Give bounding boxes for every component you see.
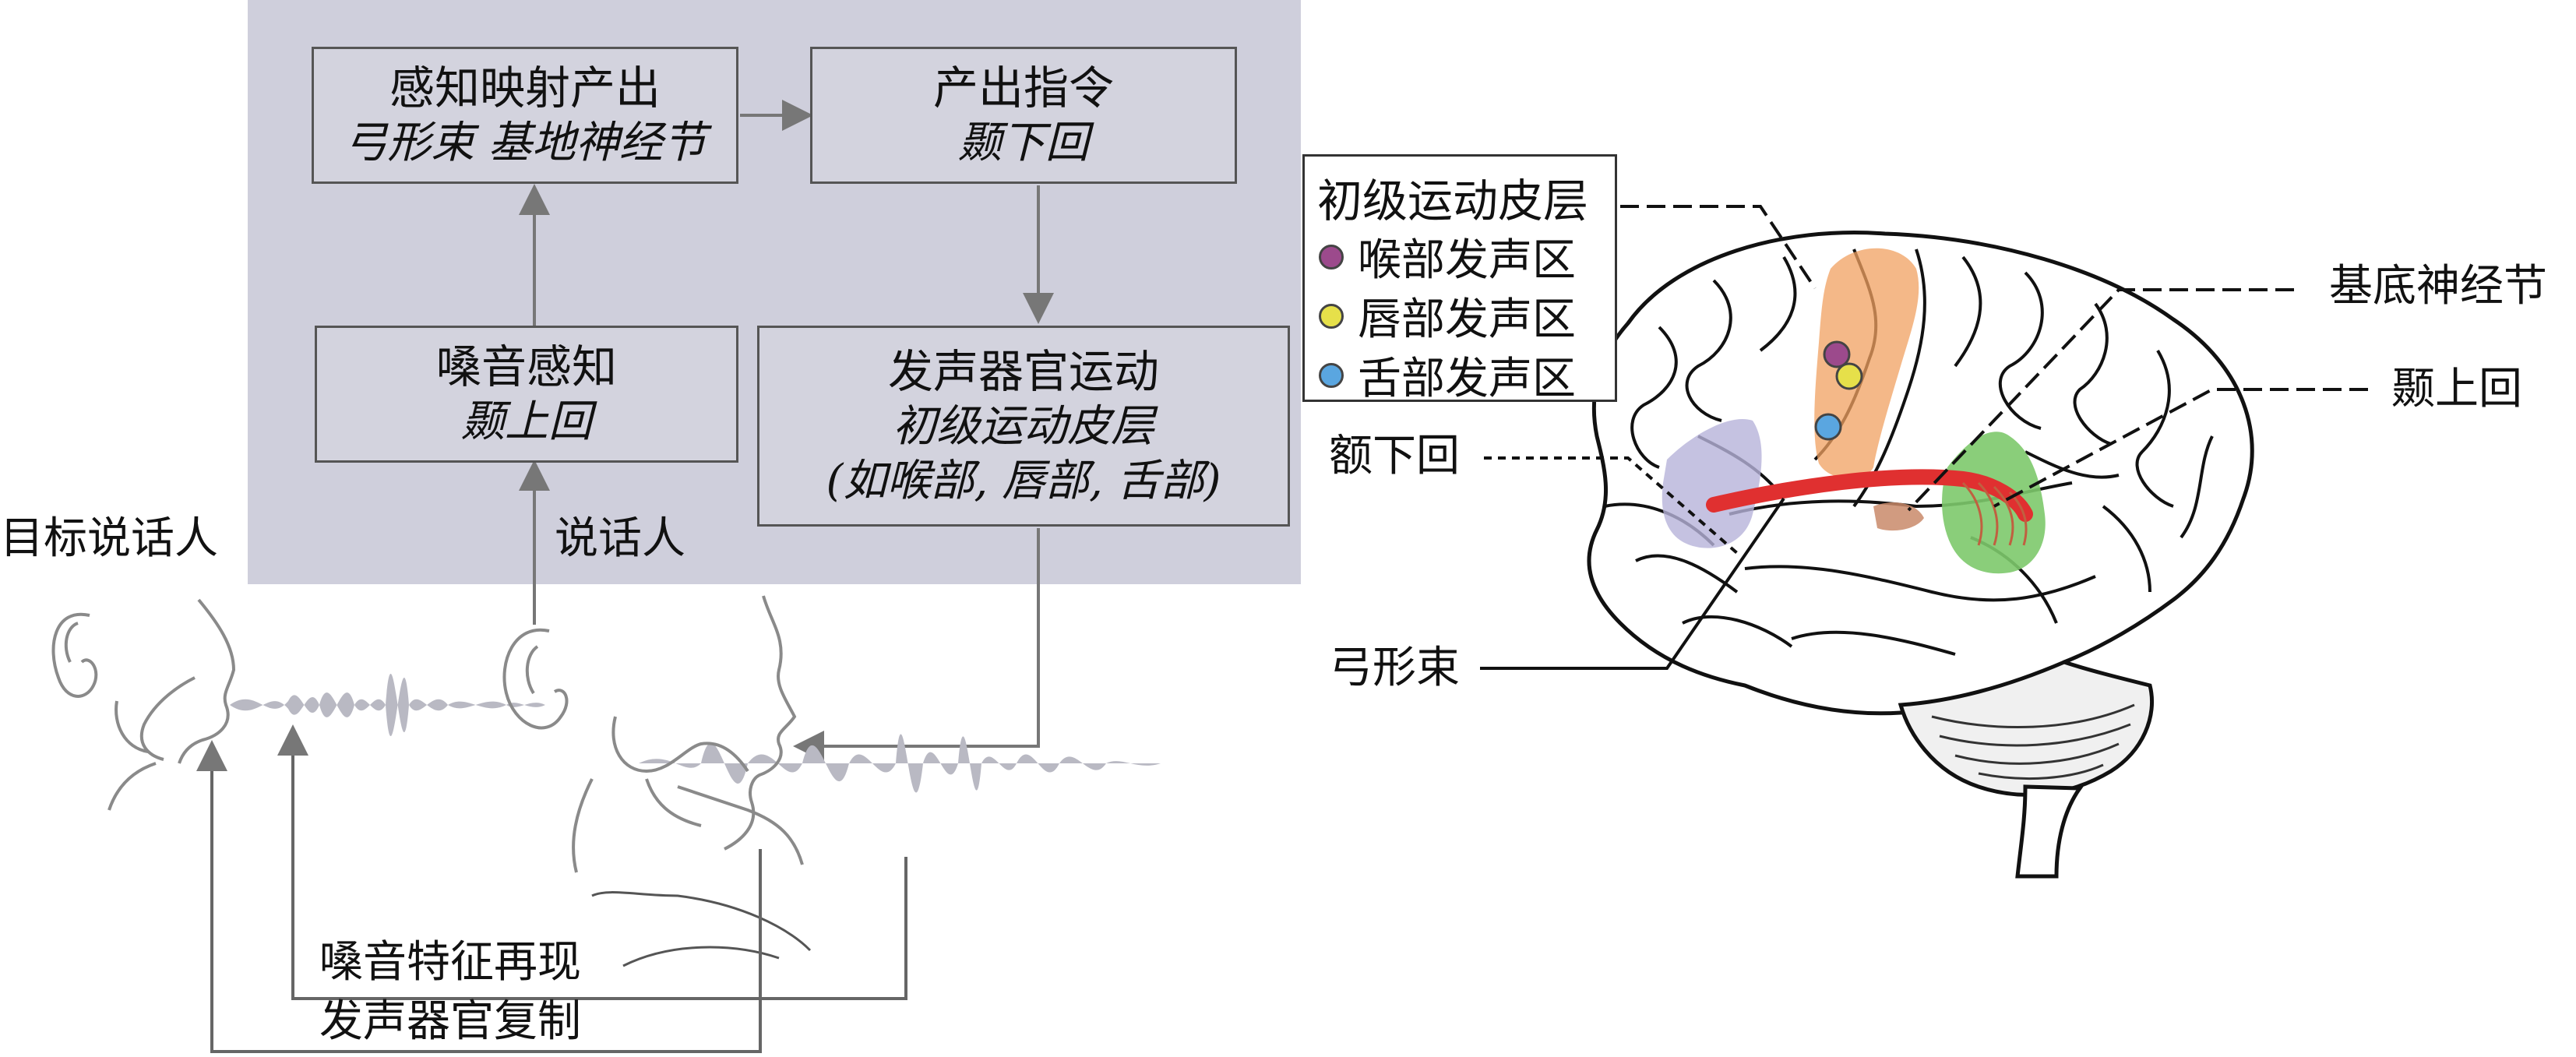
box-motor-sub: 初级运动皮层	[893, 401, 1154, 453]
target-ear	[51, 612, 98, 698]
label-inferior-frontal-gyrus: 额下回	[1329, 431, 1460, 481]
arcuate-fibers	[1961, 481, 2028, 546]
region-inferior-frontal	[1662, 419, 1762, 548]
listener-ear	[502, 628, 569, 730]
motor-cortex-legend: 初级运动皮层 喉部发声区 唇部发声区 舌部发声区	[1302, 154, 1617, 404]
tongue-area-dot	[1814, 413, 1842, 441]
leader-superior-temporal	[1993, 388, 2368, 508]
line-copy	[196, 740, 762, 1053]
brainstem	[2015, 784, 2084, 879]
box-noise-title: 嗓音感知	[435, 340, 617, 393]
box-voice-perception: 嗓音感知 颞上回	[315, 326, 738, 463]
label-arcuate-fasciculus: 弓形束	[1329, 643, 1460, 693]
larynx-area-dot	[1823, 340, 1851, 368]
brain-illustration	[1587, 230, 2254, 879]
leader-inferior-frontal	[1484, 456, 1739, 555]
larynx-dot-icon	[1319, 244, 1344, 270]
cerebellum	[1898, 660, 2155, 797]
box-articulator-motion: 发声器官运动 初级运动皮层 (如喉部, 唇部, 舌部)	[757, 326, 1290, 527]
leader-basal-ganglia	[1907, 288, 2294, 512]
tongue-dot-icon	[1319, 362, 1344, 388]
lip-dot-icon	[1319, 303, 1344, 329]
label-copy-organs: 发声器官复制	[319, 996, 581, 1047]
label-target-speaker: 目标说话人	[0, 513, 218, 564]
box-mapping-sub: 弓形束 基地神经节	[344, 118, 707, 169]
box-perceptual-mapping: 感知映射产出 弓形束 基地神经节	[312, 47, 738, 184]
waveform-left	[230, 673, 545, 737]
neck-lines	[591, 891, 812, 967]
box-command-sub: 颞下回	[958, 118, 1089, 169]
leader-motor-cortex	[1620, 205, 1817, 290]
region-basal-ganglia	[1873, 502, 1924, 531]
box-motor-title: 发声器官运动	[887, 344, 1159, 398]
cerebellum-folia	[1931, 703, 2135, 780]
leader-arcuate	[1480, 497, 1785, 670]
label-speaker: 说话人	[555, 513, 685, 564]
line-reproduce	[277, 724, 907, 1000]
label-superior-temporal-gyrus: 颞上回	[2391, 364, 2522, 414]
arcuate-fasciculus	[1706, 469, 2033, 522]
box-command-title: 产出指令	[932, 61, 1114, 115]
box-noise-sub: 颞上回	[461, 396, 592, 448]
label-reproduce-voice: 嗓音特征再现	[319, 937, 581, 988]
speaker-head	[572, 595, 804, 873]
box-mapping-title: 感知映射产出	[389, 61, 661, 115]
legend-item-lip: 唇部发声区	[1319, 284, 1576, 347]
box-motor-sub2: (如喉部, 唇部, 舌部)	[826, 456, 1221, 507]
label-basal-ganglia: 基底神经节	[2329, 261, 2547, 312]
legend-item-label: 唇部发声区	[1358, 294, 1576, 345]
target-speaker-head	[107, 598, 236, 811]
legend-item-label: 舌部发声区	[1358, 354, 1576, 404]
lip-area-dot	[1835, 362, 1863, 390]
waveform-right	[639, 734, 1161, 793]
box-production-command: 产出指令 颞下回	[810, 47, 1237, 184]
legend-item-larynx: 喉部发声区	[1319, 225, 1576, 288]
legend-item-label: 喉部发声区	[1358, 235, 1576, 286]
legend-title: 初级运动皮层	[1317, 174, 1589, 227]
legend-item-tongue: 舌部发声区	[1319, 344, 1576, 407]
region-superior-temporal	[1942, 432, 2046, 574]
arrow-motor-to-mouth	[793, 528, 1040, 762]
